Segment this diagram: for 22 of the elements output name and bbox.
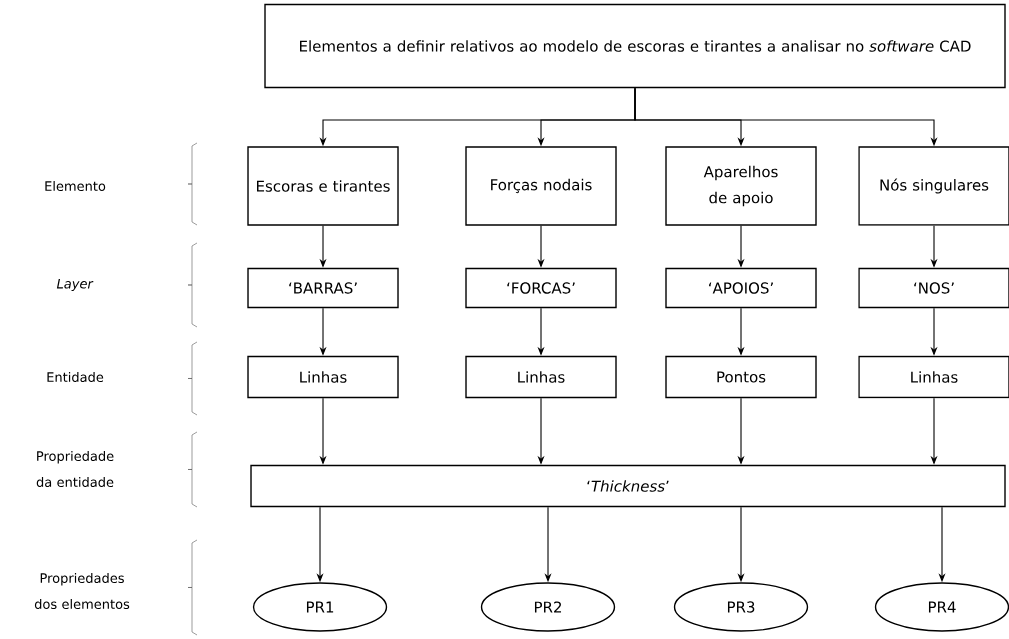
- process-box: Forças nodais: [465, 146, 617, 226]
- row-label: Propriedades dos elementos: [34, 572, 130, 610]
- process-box: Linhas: [465, 355, 617, 399]
- process-box: Pontos: [665, 355, 817, 399]
- ellipse-node: PR3: [673, 582, 809, 632]
- title-box: Elementos a definir relativos ao modelo de escoras e tirantes a analisar no software CAD: [264, 3, 1006, 89]
- ellipse-node: PR2: [480, 582, 616, 632]
- row-label: Propriedade da entidade: [36, 450, 114, 488]
- process-box: Linhas: [247, 355, 399, 399]
- process-box: Aparelhos de apoio: [665, 146, 817, 226]
- row-label: Elemento: [45, 180, 106, 192]
- process-box: ‘FORCAS’: [465, 267, 617, 309]
- process-box: Escoras e tirantes: [247, 146, 399, 226]
- process-box: Linhas: [858, 355, 1009, 399]
- process-box: ‘NOS’: [858, 267, 1009, 309]
- row-label: Layer: [56, 278, 94, 292]
- process-box: Nós singulares: [858, 146, 1009, 226]
- process-box: ‘APOIOS’: [665, 267, 817, 309]
- row-label: Entidade: [47, 371, 104, 383]
- ellipse-node: PR1: [252, 582, 388, 632]
- property-bar: ‘Thickness’: [250, 464, 1006, 508]
- process-box: ‘BARRAS’: [247, 267, 399, 309]
